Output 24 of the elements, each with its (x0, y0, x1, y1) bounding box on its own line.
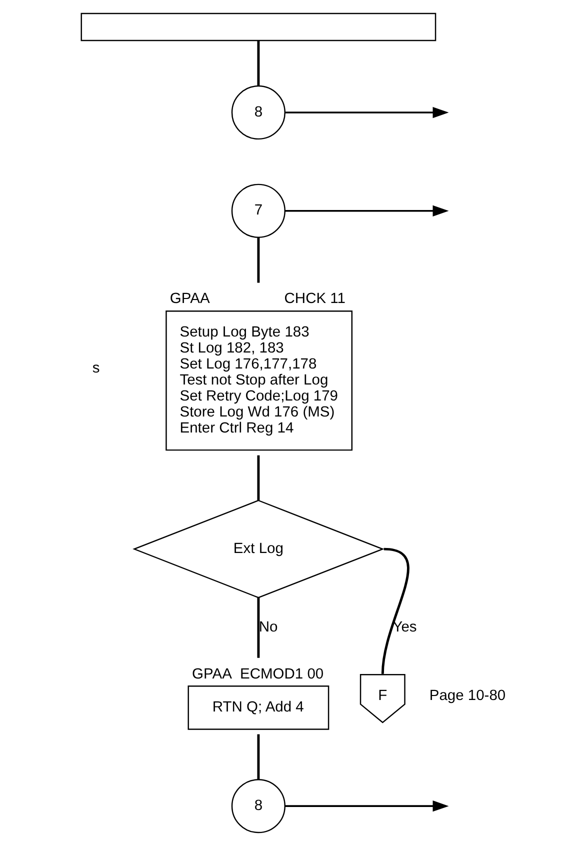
edge-label: No (258, 620, 278, 636)
arrow (284, 800, 449, 812)
connector (257, 40, 260, 86)
connector (257, 734, 260, 780)
edge-label: Yes (392, 620, 417, 636)
node-circle: 8 (231, 779, 286, 834)
node-circle: 8 (231, 85, 286, 140)
arrow (284, 205, 449, 216)
connector (257, 455, 260, 500)
node-box (80, 12, 436, 42)
node-box: Setup Log Byte 183 St Log 182, 183 Set Log 176,177,178 Test not Stop after Log Set Retry Code;Log 179 Store Log Wd 176 (MS) Enter Ctrl Reg 14 (166, 310, 353, 451)
label: s (92, 360, 100, 377)
connector (257, 237, 260, 283)
node-diamond: Ext Log (132, 500, 384, 598)
node-circle: 7 (231, 184, 286, 238)
node-box: RTN Q; Add 4 (188, 686, 330, 730)
connector (257, 598, 260, 658)
node-label: ECMOD1 00 (240, 666, 324, 682)
node-label: CHCK 11 (284, 291, 346, 308)
connector (381, 548, 410, 674)
arrow (284, 106, 449, 118)
node-label: Page 10-80 (429, 688, 506, 704)
node-label: GPAA (192, 666, 232, 682)
node-label: GPAA (170, 291, 210, 308)
